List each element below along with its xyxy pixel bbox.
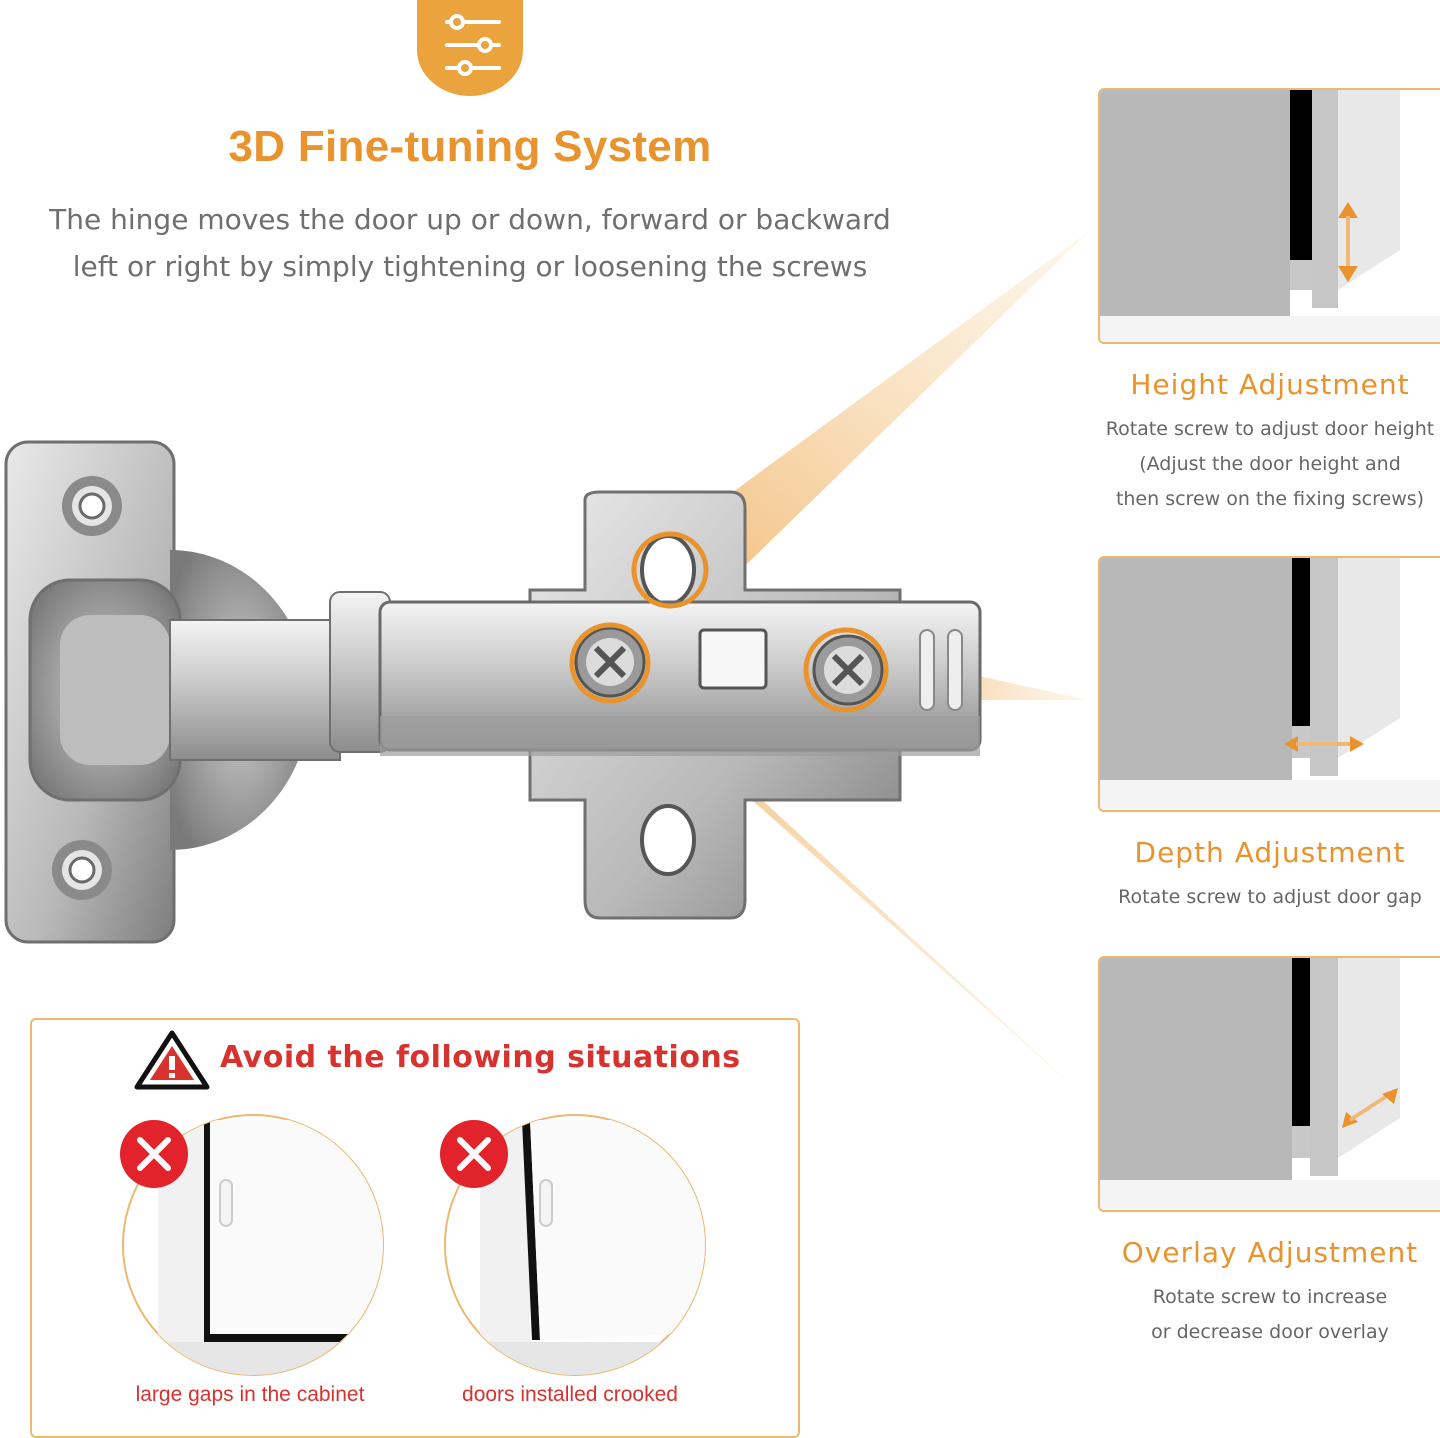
desc-line: Rotate screw to adjust door height (1105, 418, 1435, 440)
desc-line: or decrease door overlay (1151, 1321, 1389, 1343)
sliders-icon (417, 0, 523, 96)
overlay-adjustment-title: Overlay Adjustment (1121, 1236, 1419, 1269)
red-x-icon (438, 1118, 510, 1194)
height-adjustment-title: Height Adjustment (1130, 368, 1410, 401)
desc-line: Rotate screw to increase (1152, 1286, 1388, 1308)
depth-adjustment-desc: Rotate screw to adjust door gap (1090, 880, 1440, 915)
height-adjustment-panel (1098, 88, 1440, 344)
height-adjustment-desc: Rotate screw to adjust door height (Adju… (1090, 412, 1440, 517)
warning-triangle-icon (134, 1030, 210, 1094)
hinge-illustration (4, 440, 982, 944)
depth-adjustment-panel (1098, 556, 1440, 812)
situation-crooked-door (440, 1110, 710, 1384)
overlay-adjustment-panel (1098, 956, 1440, 1212)
page-title: 3D Fine-tuning System (228, 122, 712, 171)
situation-caption: doors installed crooked (462, 1383, 678, 1406)
situation-caption: large gaps in the cabinet (135, 1383, 365, 1406)
subtitle-line-2: left or right by simply tightening or lo… (72, 250, 868, 283)
desc-line: then screw on the fixing screws) (1115, 488, 1425, 510)
desc-line: Rotate screw to adjust door gap (1118, 886, 1422, 908)
page-subtitle: The hinge moves the door up or down, for… (0, 196, 940, 290)
subtitle-line-1: The hinge moves the door up or down, for… (49, 203, 891, 236)
depth-adjustment-title: Depth Adjustment (1134, 836, 1406, 869)
warning-title: Avoid the following situations (220, 1040, 741, 1075)
overlay-adjustment-desc: Rotate screw to increase or decrease doo… (1090, 1280, 1440, 1350)
red-x-icon (118, 1118, 190, 1194)
desc-line: (Adjust the door height and (1139, 453, 1401, 475)
situation-large-gaps (118, 1110, 388, 1384)
